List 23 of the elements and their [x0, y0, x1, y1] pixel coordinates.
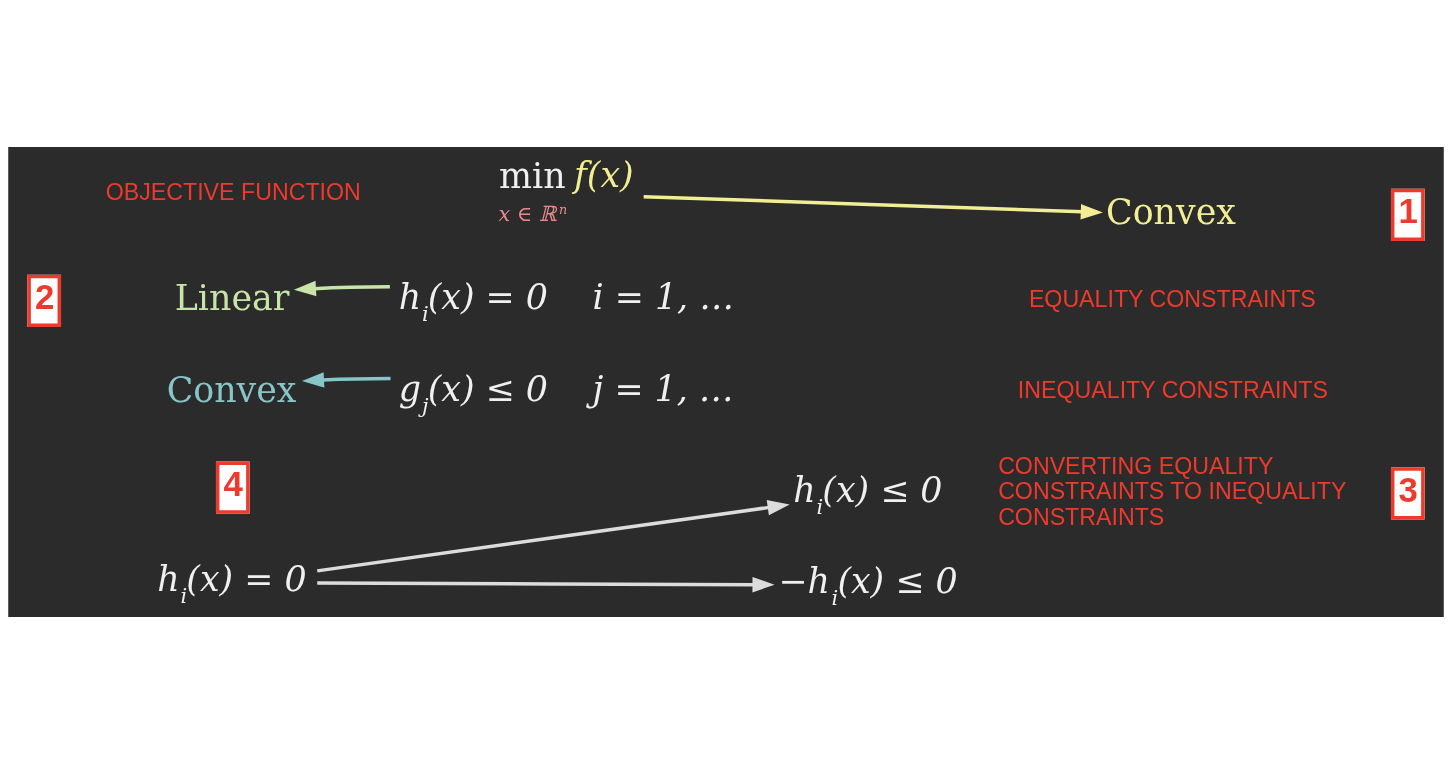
label: 3	[1398, 469, 1418, 509]
node-label: i = 1, …	[592, 276, 735, 317]
node-text: g$_{j}$(x) ≤ 0	[398, 368, 548, 418]
label: 2	[34, 276, 55, 316]
node-text: h$_{i}$(x) = 0	[157, 558, 307, 608]
arrow	[301, 372, 391, 388]
node-text: Convex	[166, 369, 297, 410]
label: INEQUALITY CONSTRAINTS	[1017, 377, 1328, 404]
label: 4	[223, 463, 243, 503]
node-text: Convex	[1106, 192, 1236, 233]
arrow	[317, 499, 790, 573]
node-text: h$_{i}$(x) = 0	[398, 276, 548, 326]
arrow	[293, 280, 390, 297]
arrow	[643, 194, 1103, 220]
node-text: −h$_{i}$(x) ≤ 0	[778, 561, 958, 611]
label: CONVERTING EQUALITY CONSTRAINTS TO INEQUALITY CONSTRAINTS	[998, 452, 1347, 530]
node-text: Linear	[174, 278, 290, 319]
label: OBJECTIVE FUNCTION	[105, 178, 361, 205]
node-text: min f(x) x ∈ ℝ$^{n}$	[498, 155, 634, 227]
node-text: h$_{i}$(x) ≤ 0	[793, 469, 943, 519]
arrow	[317, 576, 775, 593]
label: 1	[1398, 191, 1418, 231]
label: EQUALITY CONSTRAINTS	[1028, 285, 1316, 312]
